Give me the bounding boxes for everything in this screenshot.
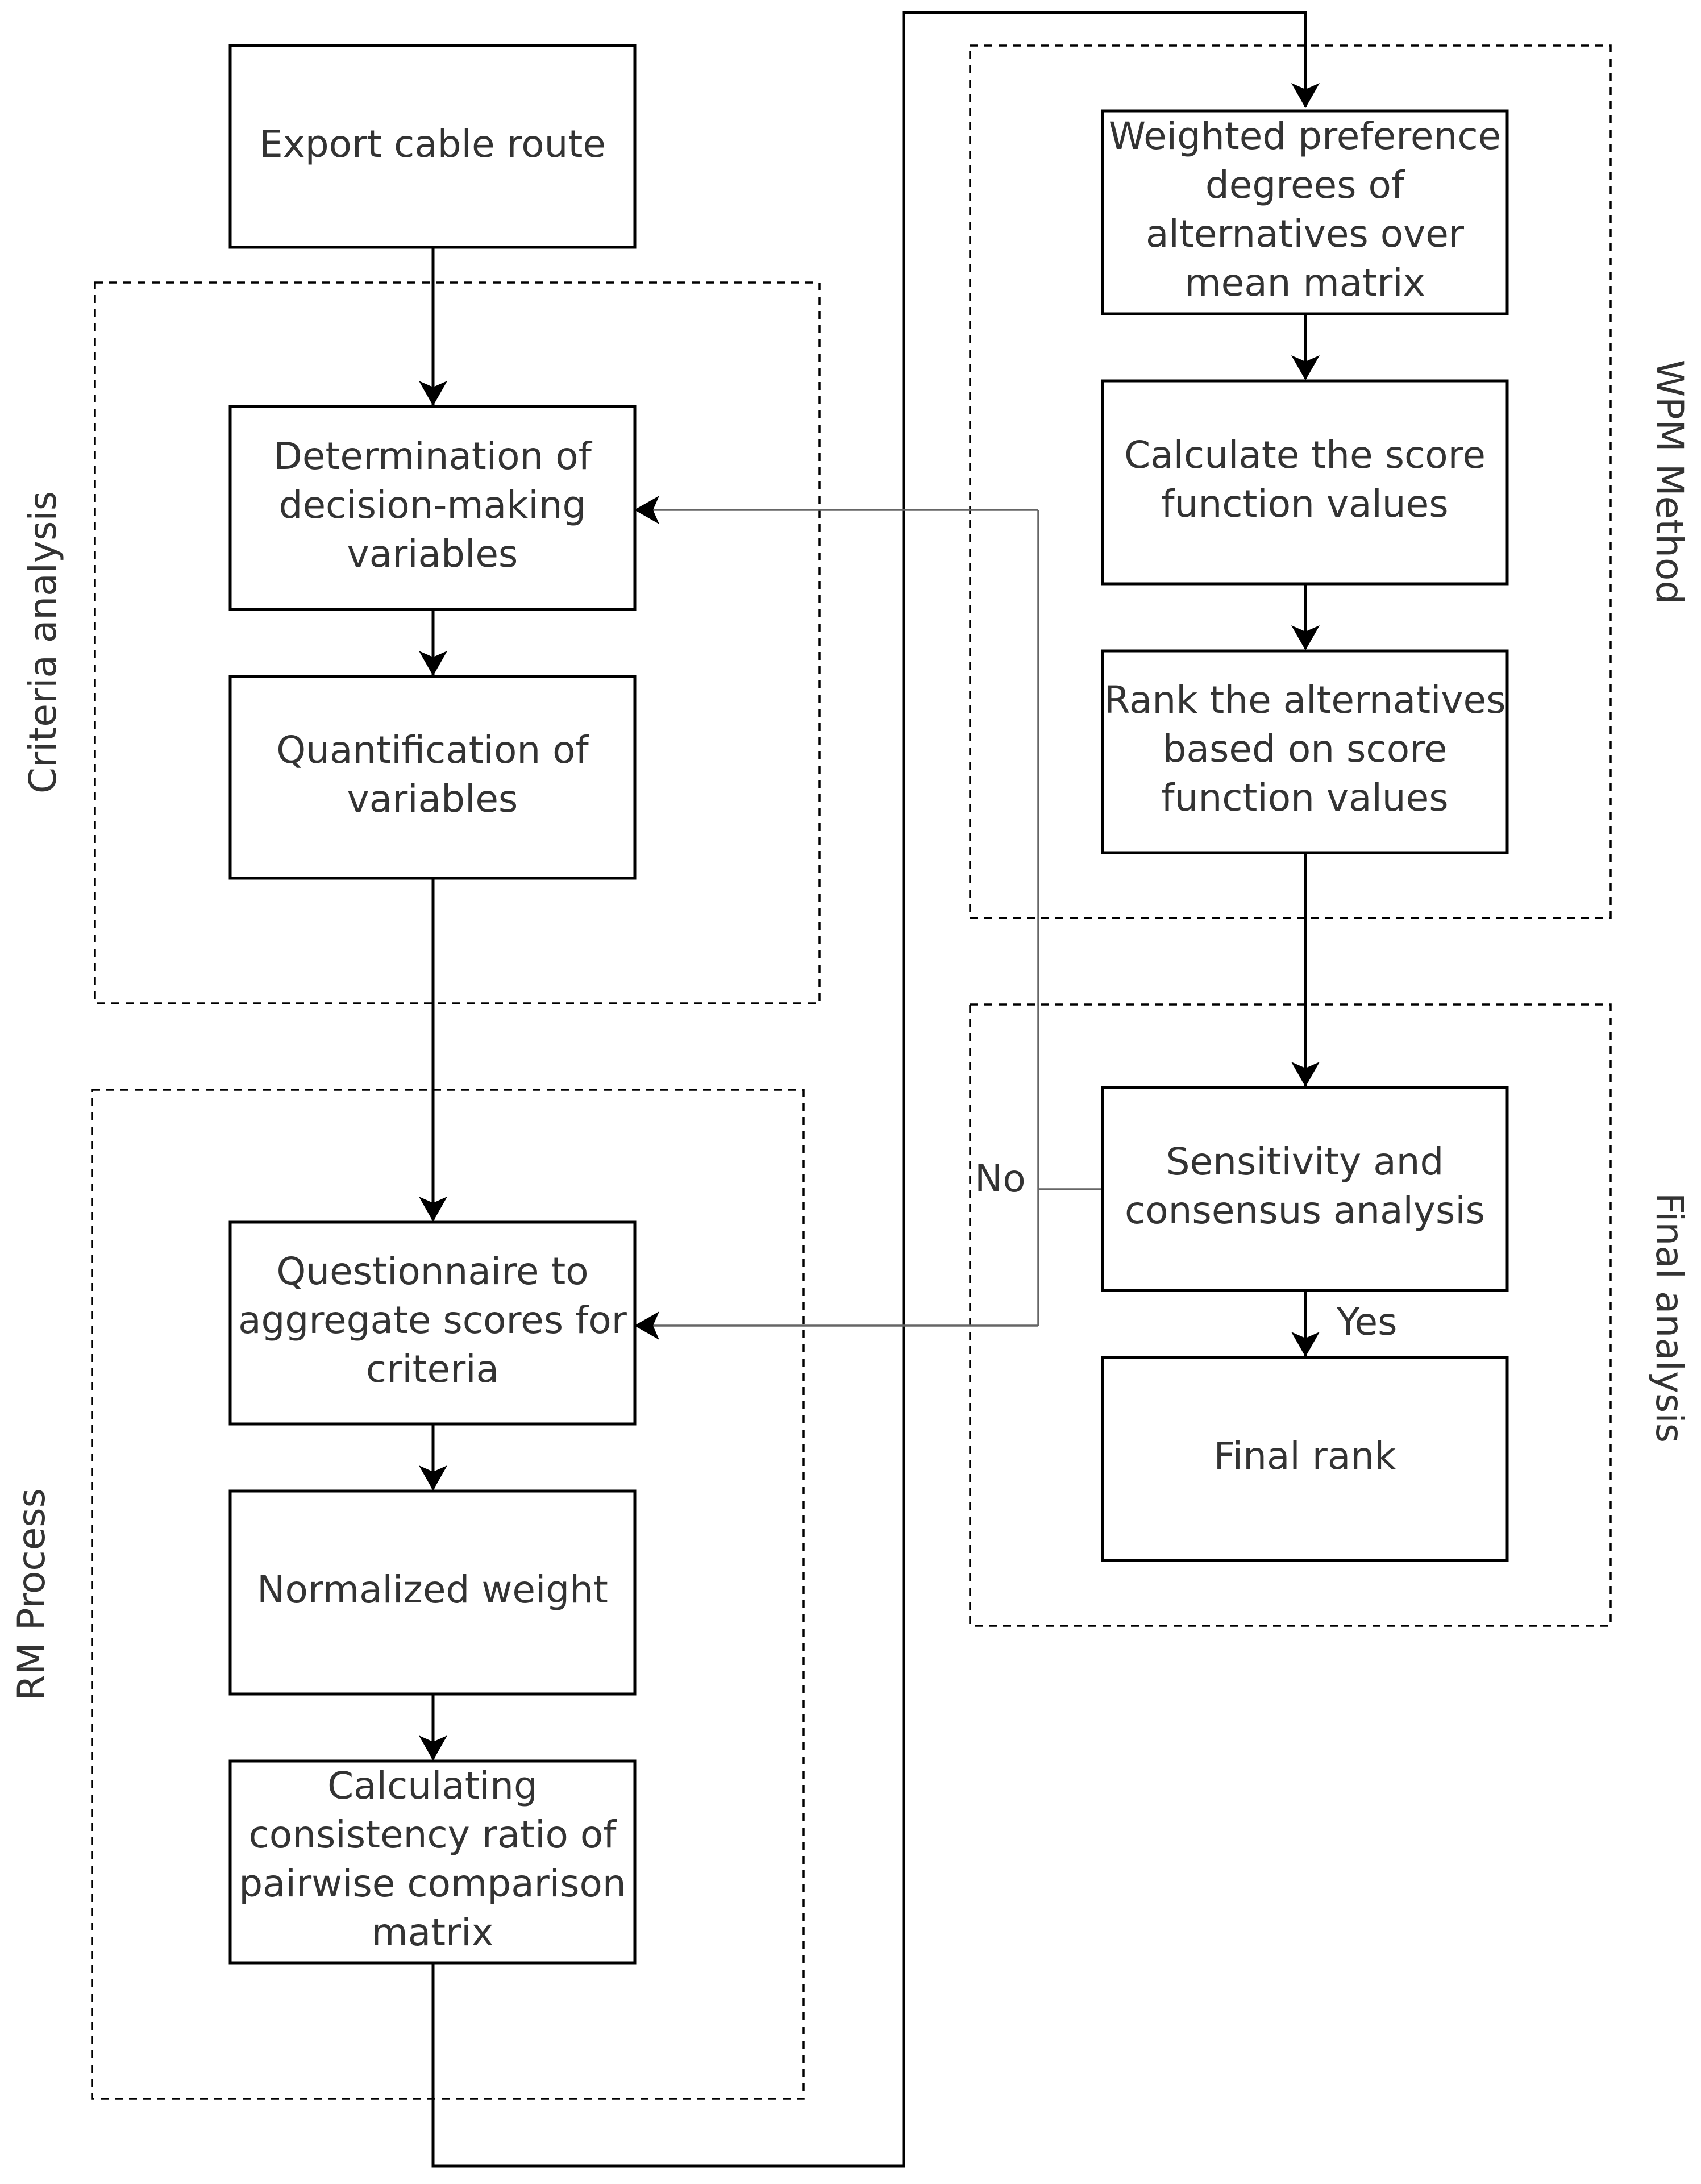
group-final-analysis: Final analysis (969, 1003, 1691, 1627)
node-line: Calculate the score (1124, 433, 1486, 477)
edges (419, 11, 1320, 2168)
node-quantification: Quantification of variables (228, 675, 637, 880)
svg-text:Normalized weight: Normalized weight (257, 1568, 608, 1612)
node-determination: Determination of decision-making variables (228, 405, 637, 611)
svg-text:Export cable route: Export cable route (259, 122, 606, 166)
node-line: degrees of (1205, 163, 1405, 207)
node-score-function: Calculate the score function values (1101, 379, 1509, 586)
group-label-criteria-analysis: Criteria analysis (21, 491, 65, 794)
node-questionnaire: Questionnaire to aggregate scores for crit… (228, 1220, 637, 1426)
node-line: Export cable route (259, 122, 606, 166)
node-line: variables (347, 532, 518, 576)
node-line: Final rank (1214, 1434, 1396, 1478)
node-line: consensus analysis (1125, 1189, 1485, 1232)
node-export-cable-route: Export cable route (228, 44, 637, 249)
node-weighted-preference: Weighted preference degrees of alternative… (1101, 109, 1509, 315)
node-normalized-weight: Normalized weight (228, 1489, 637, 1696)
node-line: criteria (366, 1347, 499, 1391)
edge-label-yes: Yes (1336, 1300, 1398, 1344)
node-rank-alternatives: Rank the alternatives based on score funct… (1101, 649, 1509, 854)
edge-label-no: No (975, 1157, 1026, 1201)
node-consistency-ratio: Calculating consistency ratio of pairwise … (228, 1759, 637, 1965)
node-line: alternatives over (1146, 212, 1465, 256)
node-line: matrix (371, 1911, 493, 1954)
node-line: aggregate scores for (238, 1298, 627, 1342)
node-line: based on score (1163, 727, 1448, 771)
node-line: Quantification of (276, 728, 589, 772)
node-line: Calculating (327, 1764, 538, 1808)
group-rm-process: RM Process (10, 1089, 805, 2100)
group-label-rm-process: RM Process (10, 1488, 53, 1701)
node-line: function values (1161, 482, 1448, 526)
node-line: Normalized weight (257, 1568, 608, 1612)
group-label-final-analysis: Final analysis (1648, 1193, 1691, 1443)
node-line: Questionnaire to (276, 1249, 588, 1293)
node-sensitivity: Sensitivity and consensus analysis (1101, 1086, 1509, 1292)
group-wpm-method: WPM Method (969, 44, 1691, 919)
node-line: Weighted preference (1109, 114, 1501, 158)
node-line: decision-making (279, 483, 587, 527)
node-line: Determination of (273, 434, 593, 478)
node-line: mean matrix (1184, 261, 1425, 305)
node-final-rank: Final rank (1101, 1356, 1509, 1562)
node-line: pairwise comparison (239, 1862, 626, 1905)
svg-text:Final rank: Final rank (1214, 1434, 1396, 1478)
edge-consistency-to-weighted (431, 11, 1320, 2168)
node-line: Rank the alternatives (1104, 678, 1506, 722)
node-line: function values (1161, 776, 1448, 820)
node-line: consistency ratio of (248, 1813, 617, 1857)
node-line: Sensitivity and (1166, 1140, 1444, 1184)
node-line: variables (347, 777, 518, 821)
group-label-wpm-method: WPM Method (1648, 360, 1691, 605)
group-criteria-analysis: Criteria analysis (21, 281, 821, 1004)
